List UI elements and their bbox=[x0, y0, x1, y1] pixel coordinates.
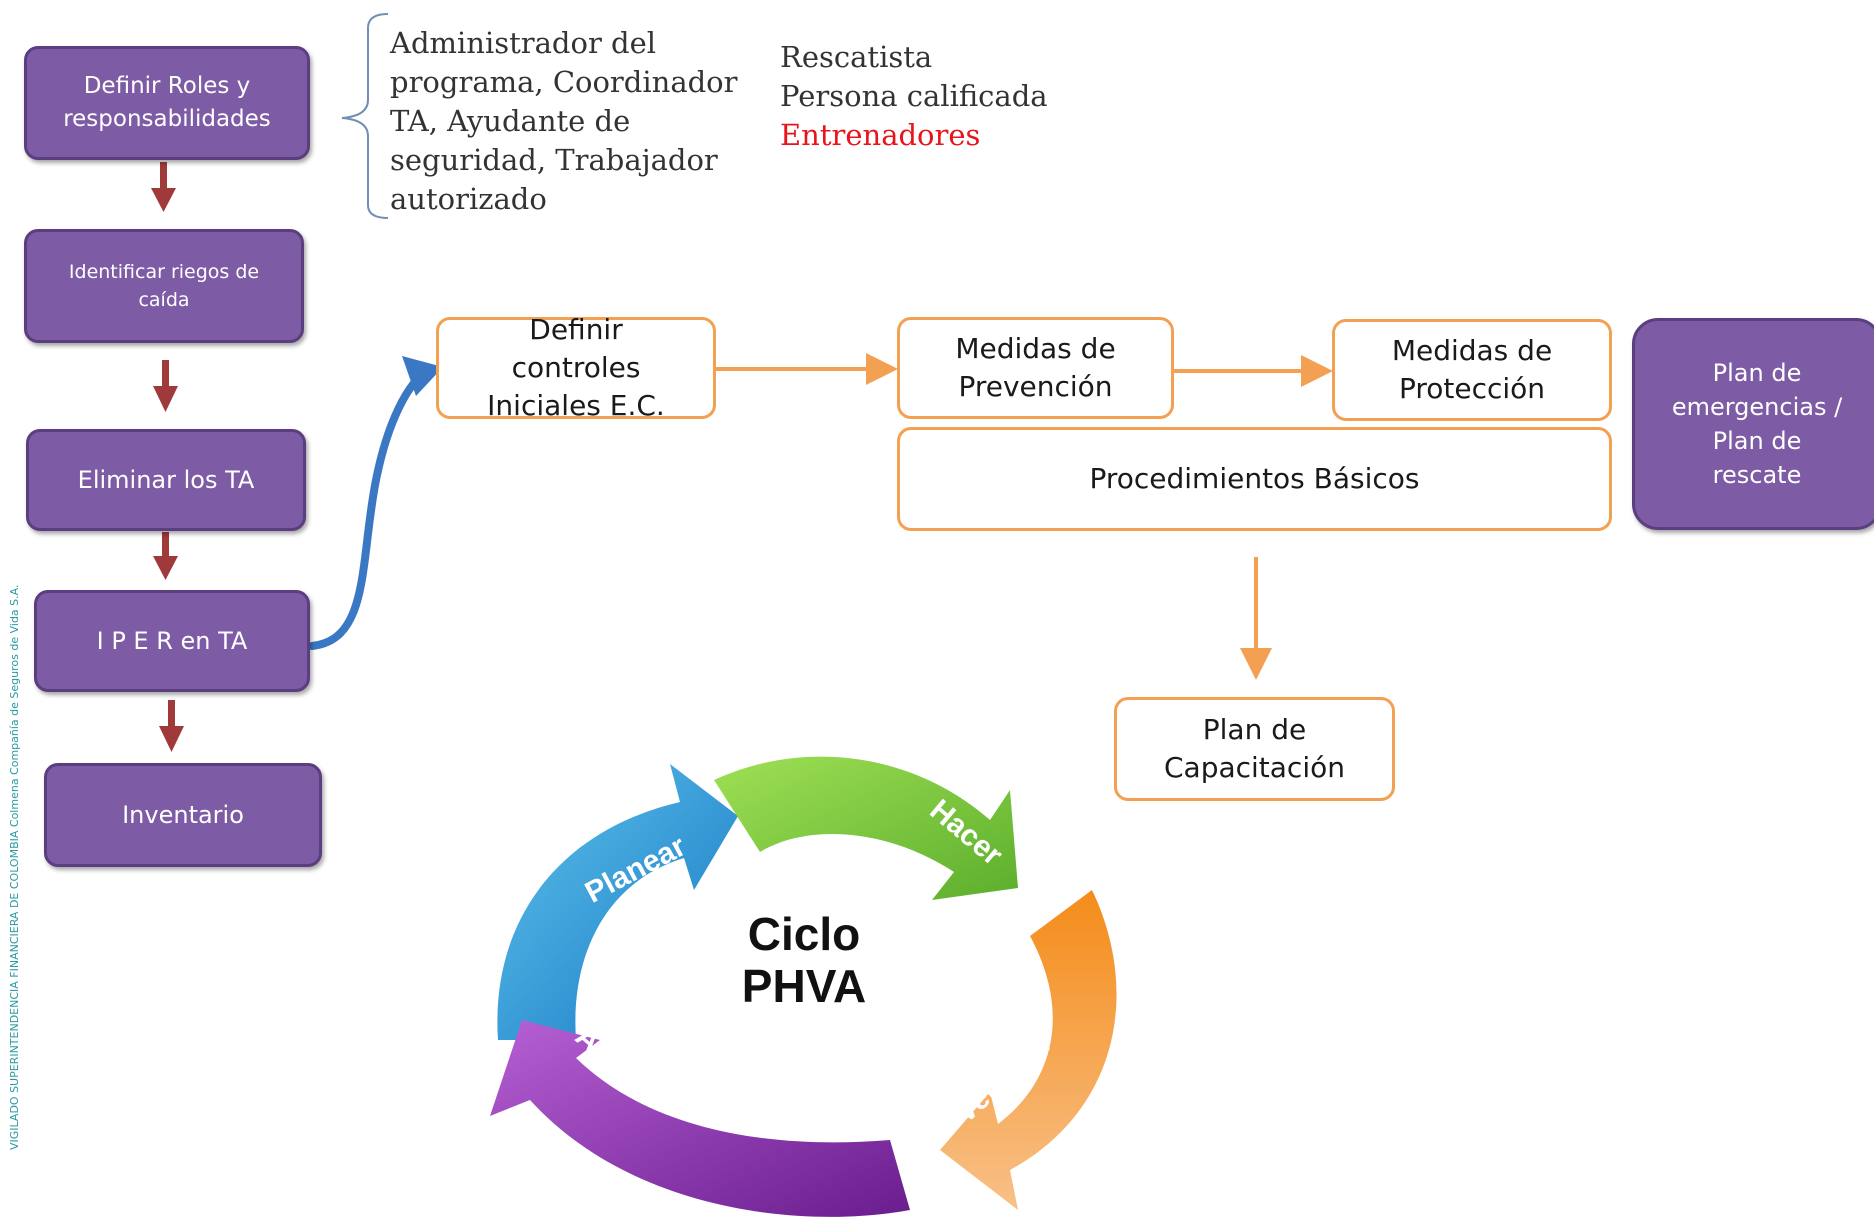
prevention-box: Medidas de Prevención bbox=[897, 317, 1174, 419]
role-trainers: Entrenadores bbox=[780, 118, 981, 152]
eliminate-ta-box: Eliminar los TA bbox=[26, 429, 306, 531]
inventory-label: Inventario bbox=[122, 801, 244, 829]
blue-curved-arrow bbox=[308, 368, 429, 650]
cycle-title-line1: Ciclo bbox=[748, 908, 860, 960]
iper-box: I P E R en TA bbox=[34, 590, 310, 692]
roles-secondary-list: Rescatista Persona calificada Entrenador… bbox=[780, 38, 1048, 155]
define-roles-box: Definir Roles y responsabilidades bbox=[24, 46, 310, 160]
eliminate-ta-label: Eliminar los TA bbox=[77, 466, 255, 494]
vertical-watermark: VIGILADO SUPERINTENDENCIA FINANCIERA DE … bbox=[8, 584, 21, 1150]
phva-cycle: Planear Hacer Verificar Actuar Ciclo PHV… bbox=[490, 756, 1117, 1217]
emergency-plan-label: Plan de emergencias / Plan de rescate bbox=[1671, 359, 1843, 489]
roles-bracket bbox=[341, 13, 389, 219]
roles-list-text: Administrador del programa, Coordinador … bbox=[390, 26, 738, 216]
initial-controls-label: Definir controles Iniciales E.C. bbox=[487, 313, 665, 422]
identify-risks-box: Identificar riegos de caída bbox=[24, 229, 304, 343]
procedures-box: Procedimientos Básicos bbox=[897, 427, 1612, 531]
cycle-title-line2: PHVA bbox=[742, 960, 866, 1012]
training-plan-label: Plan de Capacitación bbox=[1163, 713, 1345, 784]
role-rescuer: Rescatista bbox=[780, 40, 933, 74]
training-plan-box: Plan de Capacitación bbox=[1114, 697, 1395, 801]
act-arrow bbox=[490, 1020, 910, 1217]
protection-box: Medidas de Protección bbox=[1332, 319, 1612, 421]
arrow-down-1 bbox=[160, 162, 167, 192]
check-arrow bbox=[940, 890, 1117, 1210]
arrow-down-4 bbox=[168, 700, 175, 730]
procedures-label: Procedimientos Básicos bbox=[1089, 462, 1420, 495]
identify-risks-label: Identificar riegos de caída bbox=[68, 261, 260, 311]
initial-controls-box: Definir controles Iniciales E.C. bbox=[436, 313, 716, 422]
emergency-plan-box: Plan de emergencias / Plan de rescate bbox=[1632, 318, 1874, 530]
arrow-down-2 bbox=[162, 360, 169, 390]
role-qualified: Persona calificada bbox=[780, 79, 1048, 113]
prevention-label: Medidas de Prevención bbox=[955, 332, 1116, 403]
do-arrow bbox=[714, 756, 1018, 900]
iper-label: I P E R en TA bbox=[96, 627, 248, 655]
define-roles-label: Definir Roles y responsabilidades bbox=[63, 73, 271, 132]
inventory-box: Inventario bbox=[44, 763, 322, 867]
arrow-down-3 bbox=[162, 532, 169, 562]
plan-arrow bbox=[497, 764, 738, 1040]
protection-label: Medidas de Protección bbox=[1391, 334, 1553, 405]
